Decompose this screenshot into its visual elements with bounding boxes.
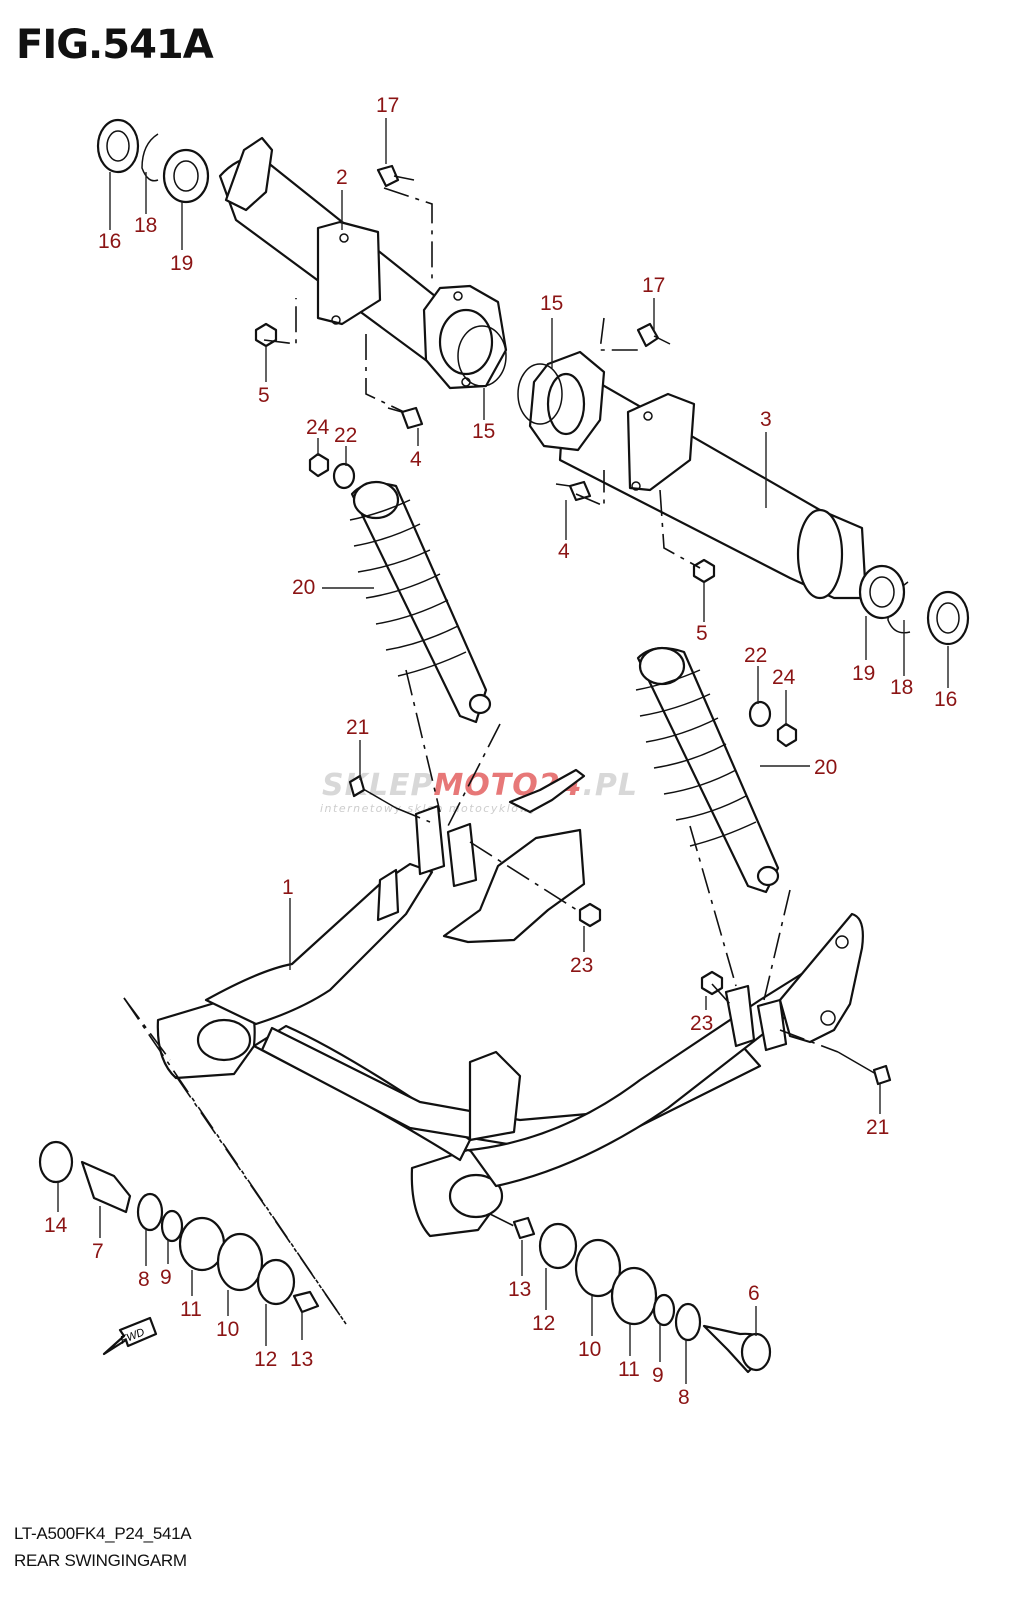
assembly-lines bbox=[123, 187, 839, 1325]
callout-18-a: 18 bbox=[134, 214, 157, 237]
callout-20-a: 20 bbox=[292, 576, 315, 599]
callout-2: 2 bbox=[336, 166, 348, 189]
callout-10-b: 10 bbox=[578, 1338, 601, 1361]
model-code: LT-A500FK4_P24_541A bbox=[14, 1524, 192, 1543]
svg-text:SKLEPMOTO24.PL: SKLEPMOTO24.PL bbox=[322, 768, 638, 803]
callout-12-a: 12 bbox=[254, 1348, 277, 1371]
callout-15-a: 15 bbox=[540, 292, 563, 315]
callout-19-b: 19 bbox=[852, 662, 875, 685]
callout-12-b: 12 bbox=[532, 1312, 555, 1335]
oil-seal-16-left bbox=[96, 118, 140, 174]
callout-23-a: 23 bbox=[570, 954, 593, 977]
callout-3: 3 bbox=[760, 408, 772, 431]
callout-16-b: 16 bbox=[934, 688, 957, 711]
callout-13-b: 13 bbox=[508, 1278, 531, 1301]
callout-9-a: 9 bbox=[160, 1266, 172, 1289]
callout-11-a: 11 bbox=[180, 1298, 202, 1321]
callout-5-b: 5 bbox=[696, 622, 708, 645]
callout-1: 1 bbox=[282, 876, 294, 899]
callout-5-a: 5 bbox=[258, 384, 270, 407]
callout-21-a: 21 bbox=[346, 716, 369, 739]
axle-housing-part-3 bbox=[528, 350, 868, 600]
callout-23-b: 23 bbox=[690, 1012, 713, 1035]
callout-15-b: 15 bbox=[472, 420, 495, 443]
callout-17-a: 17 bbox=[376, 94, 399, 117]
small-parts: FWD bbox=[38, 118, 970, 1374]
callout-22-a: 22 bbox=[334, 424, 357, 447]
callout-20-b: 20 bbox=[814, 756, 837, 779]
callout-13-a: 13 bbox=[290, 1348, 313, 1371]
callout-18-b: 18 bbox=[890, 676, 913, 699]
callout-24-a: 24 bbox=[306, 416, 330, 439]
callout-11-b: 11 bbox=[618, 1358, 640, 1381]
callout-14: 14 bbox=[44, 1214, 68, 1237]
figure-title: FIG.541A bbox=[16, 22, 214, 68]
callout-8-a: 8 bbox=[138, 1268, 150, 1291]
shock-absorber-left bbox=[349, 480, 492, 724]
axle-housing-part-2 bbox=[218, 136, 508, 390]
section-name: REAR SWINGINGARM bbox=[14, 1551, 187, 1570]
callouts: 17 2 16 18 19 15 17 5 15 3 24 22 4 4 20 … bbox=[44, 94, 957, 1409]
swingarm-part-1 bbox=[156, 768, 864, 1238]
callout-19-a: 19 bbox=[170, 252, 193, 275]
leader-lines bbox=[57, 118, 949, 1384]
callout-17-b: 17 bbox=[642, 274, 665, 297]
shock-absorber-right bbox=[635, 646, 780, 894]
callout-21-b: 21 bbox=[866, 1116, 889, 1139]
callout-4-a: 4 bbox=[410, 448, 422, 471]
callout-4-b: 4 bbox=[558, 540, 570, 563]
callout-6: 6 bbox=[748, 1282, 760, 1305]
callout-10-a: 10 bbox=[216, 1318, 239, 1341]
callout-22-b: 22 bbox=[744, 644, 767, 667]
forward-arrow-icon: FWD bbox=[102, 1316, 158, 1356]
callout-8-b: 8 bbox=[678, 1386, 690, 1409]
callout-9-b: 9 bbox=[652, 1364, 664, 1387]
watermark-brand-d: .PL bbox=[583, 768, 639, 803]
callout-7: 7 bbox=[92, 1240, 104, 1263]
callout-16-a: 16 bbox=[98, 230, 121, 253]
callout-24-b: 24 bbox=[772, 666, 796, 689]
